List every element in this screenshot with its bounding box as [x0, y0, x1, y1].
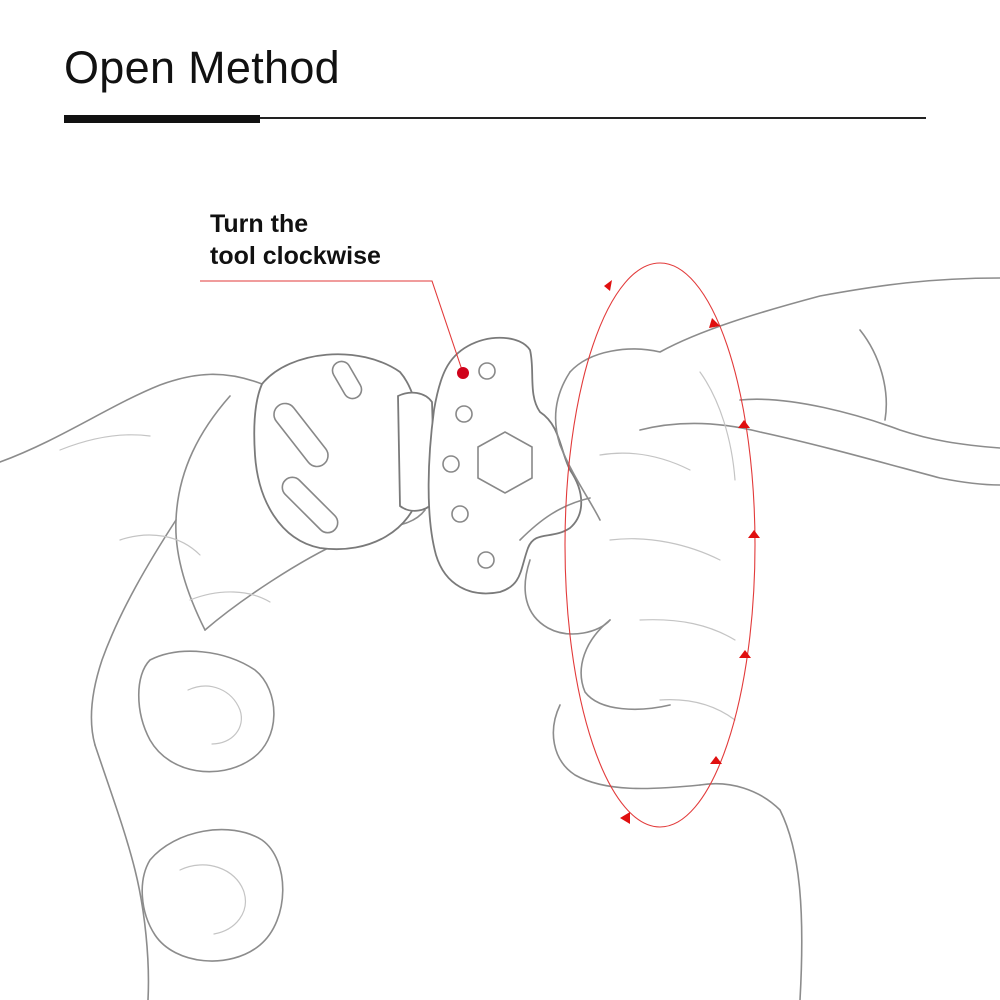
right-hand-sketch: [519, 277, 1000, 1000]
title-divider: [64, 117, 926, 119]
callout-line-1: Turn the: [210, 210, 309, 238]
callout-label: Turn the tool clockwise: [210, 208, 381, 272]
page-title: Open Method: [64, 42, 340, 93]
title-divider-accent: [64, 115, 260, 123]
wrench-tool: [427, 336, 583, 595]
rotation-indicator: [564, 262, 760, 828]
callout-line-2: tool clockwise: [210, 242, 381, 270]
cylinder-cap: [253, 353, 436, 550]
callout-dot: [457, 367, 469, 379]
callout-leader: [200, 280, 469, 379]
